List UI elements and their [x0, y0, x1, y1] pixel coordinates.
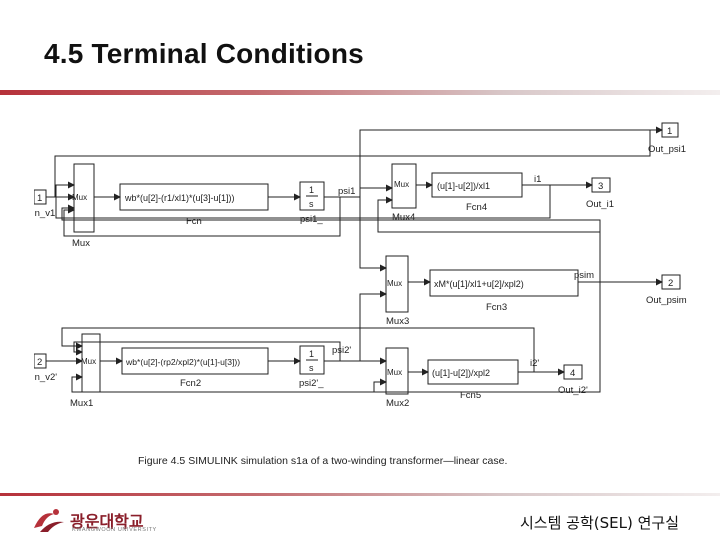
- fcn3-expression: xM*(u[1]/xl1+u[2]/xpl2): [434, 279, 524, 289]
- outport-3-label: Out_i1: [586, 199, 614, 210]
- mux-block: [73, 163, 95, 233]
- signal-psi2-label: psi2': [332, 345, 351, 356]
- line-psi1-to-mux4: [359, 184, 393, 197]
- fcn-name: Fcn: [186, 216, 202, 227]
- outport-3: [591, 177, 611, 193]
- int2-name: psi2'_: [299, 378, 324, 389]
- inport-2-number: 2: [37, 357, 42, 368]
- line-i1-fb-mux: [55, 181, 551, 219]
- mux-name: Mux: [72, 238, 90, 249]
- outport-1: [661, 122, 679, 138]
- fcn-expression: wb*(u[2]-(r1/xl1)*(u[3]-u[1])): [124, 193, 235, 203]
- fcn-block: [119, 183, 269, 211]
- int1-denominator: s: [309, 199, 314, 209]
- inport-1: [33, 189, 47, 205]
- int2-numerator: 1: [309, 349, 314, 359]
- footer-divider: [0, 493, 720, 496]
- fcn4-name: Fcn4: [466, 202, 487, 213]
- mux2-block: [385, 347, 409, 395]
- mux3-block: [385, 255, 409, 313]
- outport-4-number: 4: [570, 368, 575, 379]
- fcn4-block: [431, 172, 523, 198]
- outport-2-label: Out_psim: [646, 295, 687, 306]
- simulink-diagram: 1 In_v1 2 In_v2' Mux Mux Mux Mux1 Mux Mu…: [32, 120, 706, 476]
- fcn2-name: Fcn2: [180, 378, 201, 389]
- fcn2-block: [121, 347, 269, 375]
- int1-name: psi1_: [300, 214, 323, 225]
- mux4-block: [391, 163, 417, 209]
- line-psi2-up-mux3: [359, 290, 387, 361]
- int2-denominator: s: [309, 363, 314, 373]
- outport-2: [661, 274, 681, 290]
- line-i2-fb: [61, 327, 535, 372]
- slide-title: 4.5 Terminal Conditions: [44, 38, 364, 69]
- footer-lab-name: 시스템 공학(SEL) 연구실: [520, 514, 679, 532]
- fcn5-name: Fcn5: [460, 390, 481, 401]
- outport-3-number: 3: [598, 181, 603, 192]
- fcn3-name: Fcn3: [486, 302, 507, 313]
- mux2-glyph: Mux: [387, 368, 402, 377]
- integrator-psi2-block: [299, 345, 325, 375]
- fcn2-expression: wb*(u[2]-(rp2/xpl2)*(u[1]-u[3])): [125, 357, 240, 367]
- line-psi1-to-out1: [359, 129, 650, 197]
- line-psim-fb-mux: [61, 204, 601, 282]
- title-divider: [0, 90, 720, 95]
- mux-glyph: Mux: [72, 193, 87, 202]
- logo-name-english: KWANGWOON UNIVERSITY: [72, 527, 157, 533]
- fcn3-block: [429, 269, 579, 297]
- signal-i1-label: i1: [534, 174, 541, 185]
- outport-2-number: 2: [668, 278, 673, 289]
- mux2-name: Mux2: [386, 398, 409, 409]
- line-psi1-fb-mux: [63, 197, 341, 237]
- line-psi1-to-mux: [54, 126, 663, 197]
- signal-psim-label: psim: [574, 270, 594, 281]
- integrator-psi1-block: [299, 181, 325, 211]
- logo-name-korean: 광운대학교: [70, 512, 144, 531]
- mux4-name: Mux4: [392, 212, 415, 223]
- outport-4-label: Out_i2': [558, 385, 588, 396]
- mux1-name: Mux1: [70, 398, 93, 409]
- inport-2-label: In_v2': [34, 372, 57, 383]
- mux4-glyph: Mux: [394, 180, 409, 189]
- outport-1-number: 1: [667, 126, 672, 137]
- fcn5-block: [427, 359, 519, 385]
- inport-2: [33, 353, 47, 369]
- fcn5-expression: (u[1]-u[2])/xpl2: [432, 368, 490, 378]
- mux1-block: [81, 333, 101, 393]
- line-psi1-to-mux3: [359, 197, 387, 272]
- mux1-glyph: Mux: [81, 357, 96, 366]
- line-psim-fb-mux1: [71, 282, 601, 393]
- signal-i2-label: i2': [530, 358, 539, 369]
- outport-4: [563, 364, 583, 380]
- mux3-glyph: Mux: [387, 279, 402, 288]
- int1-numerator: 1: [309, 185, 314, 195]
- line-psi2-fb-mux1: [73, 341, 341, 361]
- outport-1-label: Out_psi1: [648, 144, 686, 155]
- inport-1-label: In_v1: [34, 208, 55, 219]
- fcn4-expression: (u[1]-u[2])/xl1: [437, 181, 490, 191]
- inport-1-number: 1: [37, 193, 42, 204]
- figure-caption: Figure 4.5 SIMULINK simulation s1a of a …: [138, 455, 507, 467]
- line-psim-fb-mux2: [373, 378, 600, 393]
- university-logo: 광운대학교 KWANGWOON UNIVERSITY: [30, 506, 190, 536]
- mux3-name: Mux3: [386, 316, 409, 327]
- signal-psi1-label: psi1: [338, 186, 355, 197]
- logo-mark-icon: [34, 509, 64, 532]
